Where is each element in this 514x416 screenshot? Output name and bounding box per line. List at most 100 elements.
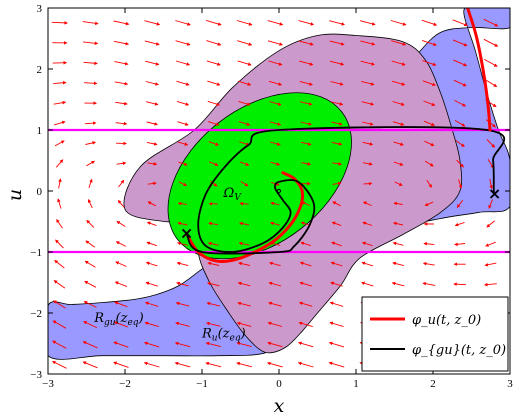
- field-arrow: [423, 120, 435, 126]
- field-arrow: [83, 81, 98, 86]
- field-arrow: [57, 198, 62, 209]
- start-marker: ×: [488, 184, 501, 203]
- field-arrow: [206, 301, 221, 307]
- field-arrow: [147, 201, 157, 207]
- field-arrow: [483, 282, 497, 287]
- y-tick-label: 0: [37, 186, 43, 198]
- field-arrow: [54, 120, 66, 126]
- field-arrow: [393, 141, 404, 146]
- field-arrow: [392, 121, 405, 126]
- field-arrow: [144, 341, 160, 348]
- field-arrow: [267, 341, 283, 348]
- field-arrow: [237, 281, 251, 287]
- field-arrow: [299, 80, 313, 86]
- x-tick-label: 0: [276, 378, 282, 390]
- field-arrow: [176, 281, 189, 287]
- field-arrow: [485, 241, 496, 247]
- field-arrow: [300, 141, 312, 146]
- field-arrow: [239, 141, 250, 146]
- field-arrow: [236, 20, 253, 26]
- field-arrow: [116, 161, 127, 166]
- field-arrow: [239, 161, 250, 166]
- field-arrow: [486, 139, 496, 148]
- field-arrow: [207, 100, 220, 106]
- field-arrow: [268, 80, 283, 86]
- field-arrow: [209, 161, 219, 166]
- field-arrow: [177, 121, 189, 126]
- field-arrow: [269, 221, 280, 226]
- field-arrow: [362, 221, 373, 226]
- x-axis-label: x: [274, 395, 285, 416]
- field-arrow: [361, 241, 373, 247]
- x-tick-label: 3: [507, 378, 513, 390]
- field-arrow: [58, 178, 62, 189]
- field-arrow: [82, 21, 99, 26]
- field-arrow: [393, 161, 404, 166]
- field-arrow: [175, 20, 191, 26]
- field-arrow: [84, 281, 97, 288]
- trajectory-phi-u-upper: [466, 8, 492, 132]
- field-arrow: [206, 40, 222, 46]
- field-arrow: [238, 121, 251, 126]
- field-arrow: [299, 261, 312, 267]
- field-arrow: [115, 101, 128, 106]
- field-arrow: [206, 60, 221, 66]
- field-arrow: [423, 242, 435, 246]
- field-arrow: [328, 361, 345, 368]
- field-arrow: [392, 101, 405, 106]
- field-arrow: [237, 301, 251, 307]
- field-arrow: [298, 321, 313, 328]
- field-arrow: [238, 221, 250, 226]
- field-arrow: [205, 341, 221, 348]
- field-arrow: [394, 181, 403, 186]
- legend: φ_u(t, z_0) φ_{gu}(t, z_0): [361, 296, 509, 372]
- field-arrow: [267, 20, 284, 26]
- field-arrow: [114, 81, 129, 86]
- field-arrow: [455, 140, 465, 147]
- field-arrow: [299, 101, 313, 106]
- field-arrow: [205, 19, 222, 26]
- field-arrow: [329, 301, 344, 307]
- field-arrow: [486, 220, 495, 228]
- field-arrow: [424, 140, 435, 147]
- field-arrow: [331, 121, 343, 126]
- field-arrow: [390, 20, 407, 26]
- field-arrow: [452, 39, 468, 47]
- trajectory-phi-u: [185, 171, 305, 264]
- field-arrow: [483, 18, 499, 27]
- y-tick-label: 2: [37, 64, 43, 76]
- field-arrow: [332, 181, 342, 186]
- field-arrow: [174, 361, 191, 368]
- field-arrow: [113, 20, 130, 26]
- field-arrow: [83, 41, 99, 46]
- field-arrow: [269, 121, 282, 126]
- field-arrow: [144, 321, 159, 328]
- field-arrow: [487, 158, 494, 169]
- field-arrow: [55, 239, 64, 249]
- field-arrow: [114, 281, 128, 288]
- field-arrow: [176, 261, 189, 267]
- field-arrow: [359, 20, 376, 26]
- field-arrow: [208, 221, 219, 226]
- field-arrow: [51, 21, 69, 25]
- field-arrow: [144, 40, 160, 46]
- field-arrow: [175, 40, 191, 46]
- field-arrow: [84, 260, 96, 268]
- field-arrow: [423, 100, 436, 106]
- field-arrow: [116, 221, 126, 227]
- field-arrow: [52, 300, 66, 309]
- field-arrow: [147, 162, 158, 166]
- field-arrow: [178, 161, 188, 166]
- region-label-r-gu: Rgu​(zeq​): [93, 311, 143, 328]
- field-arrow: [484, 262, 497, 267]
- field-arrow: [240, 181, 249, 187]
- markers: ××∘: [180, 184, 501, 243]
- region-label-r-u: Ru​(zeq​): [201, 326, 246, 343]
- region-label-omega-v: ΩV​: [223, 186, 243, 203]
- vector-field: [51, 18, 499, 369]
- field-arrow: [362, 201, 372, 207]
- field-arrow: [483, 38, 499, 47]
- field-arrow: [144, 20, 161, 26]
- field-arrow: [267, 361, 283, 368]
